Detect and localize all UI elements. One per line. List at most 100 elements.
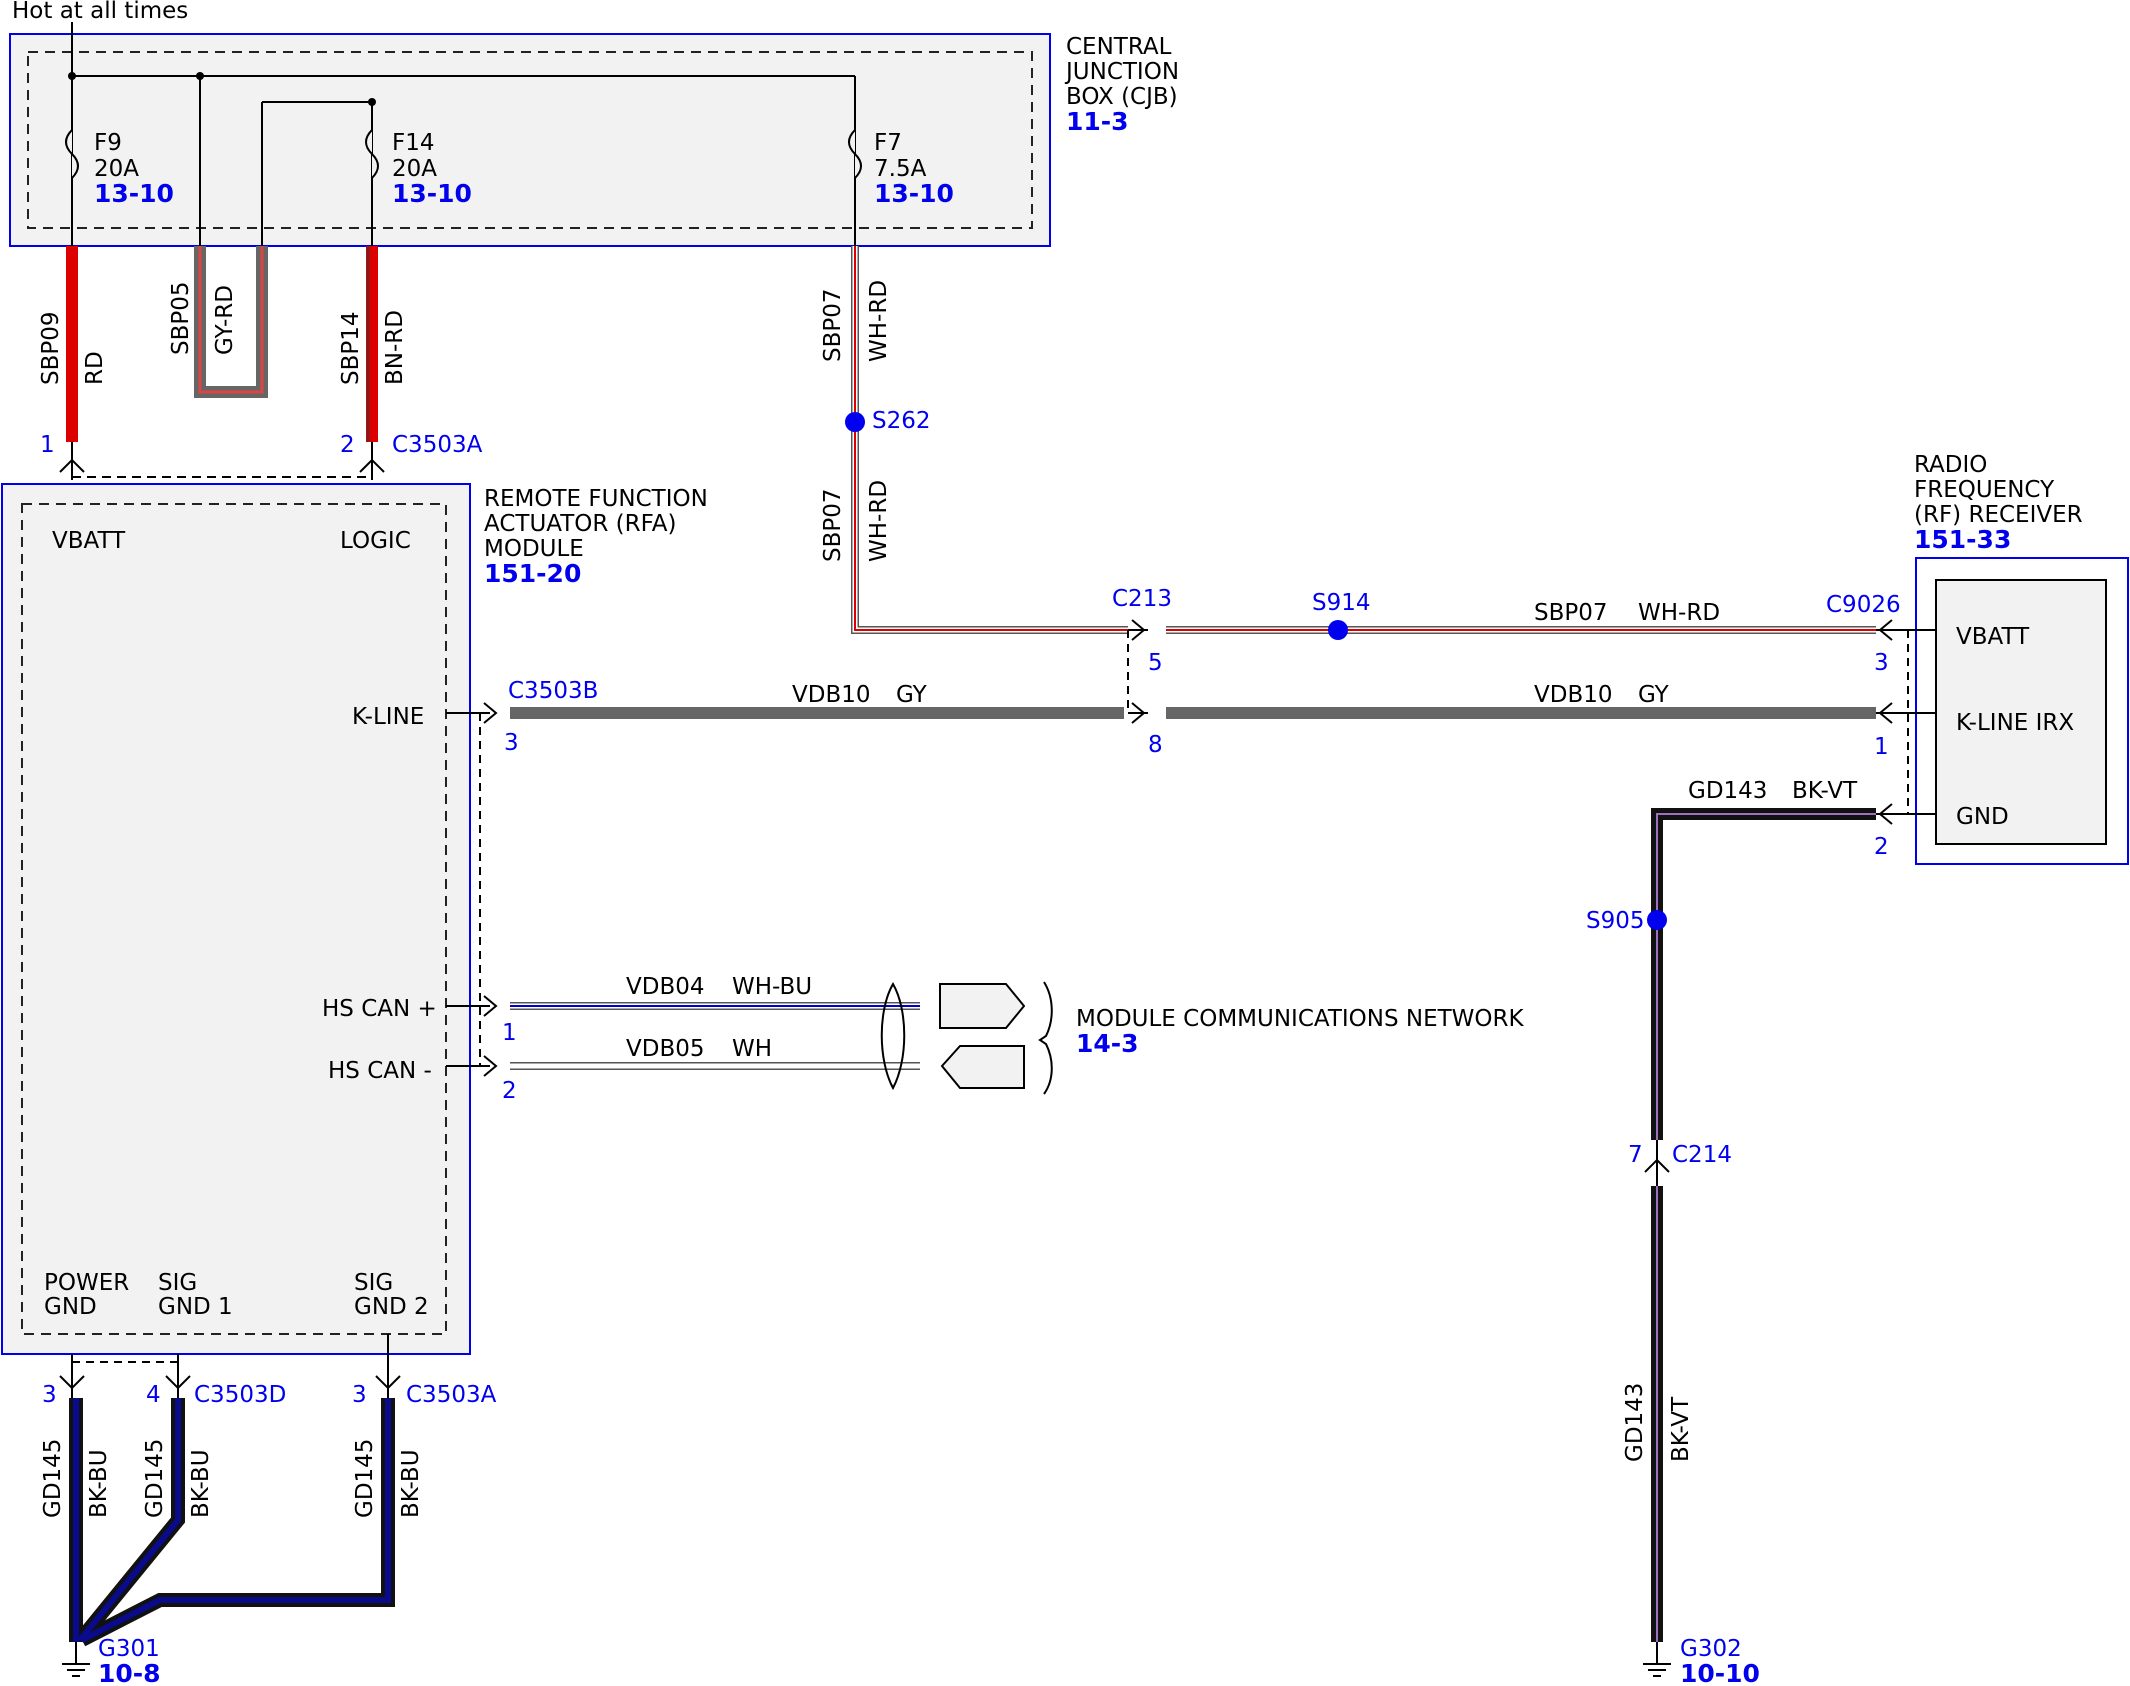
c9026-pin3: 3	[1874, 650, 1889, 676]
c9026-label[interactable]: C9026	[1826, 592, 1901, 618]
fuse-f14-name: F14	[392, 130, 435, 156]
wire-sbp07a-circuit: SBP07	[820, 288, 846, 362]
ground-g302-ref[interactable]: 10-10	[1680, 1659, 1760, 1686]
rfa-ref[interactable]: 151-20	[484, 559, 581, 588]
cjb-ref[interactable]: 11-3	[1066, 107, 1129, 136]
rfa-pin-sig-gnd2-l1: SIG	[354, 1270, 393, 1296]
splice-s914[interactable]	[1328, 620, 1348, 640]
wire-gd143b-circuit: GD143	[1622, 1383, 1648, 1462]
rfa-pin-logic: LOGIC	[340, 528, 411, 554]
c213-pin8: 8	[1148, 732, 1163, 758]
rfa-title-line2: ACTUATOR (RFA)	[484, 511, 676, 537]
fuse-f9-rating: 20A	[94, 156, 139, 182]
connector-c214	[1644, 1140, 1670, 1186]
rfa-pin-sig-gnd2-l2: GND 2	[354, 1294, 429, 1320]
page-title: Hot at all times	[12, 0, 188, 24]
rf-title-line2: FREQUENCY	[1914, 477, 2055, 503]
c3503d-label[interactable]: C3503D	[194, 1382, 286, 1408]
connector-c3503a-bottom	[375, 1334, 401, 1398]
fuse-f7-icon	[848, 129, 862, 179]
wire-gd143a-color: BK-VT	[1792, 778, 1858, 804]
network-flag-plus-icon	[939, 983, 1026, 1029]
wire-sbp05-circuit: SBP05	[168, 281, 194, 355]
fuse-f14-icon	[365, 129, 379, 179]
network-brace-icon	[1038, 981, 1053, 1095]
wire-vdb10a-color: GY	[896, 682, 928, 708]
wire-vdb10b-color: GY	[1638, 682, 1670, 708]
c3503a-top-pin1: 1	[40, 432, 55, 458]
wire-gd143-upper	[1651, 808, 1876, 1140]
fuse-f7-rating: 7.5A	[874, 156, 927, 182]
c3503d-pin3: 3	[42, 1382, 57, 1408]
wire-sbp05-loop	[194, 246, 268, 398]
connector-c3503a-top	[59, 458, 385, 478]
network-flag-minus-icon	[940, 1045, 1025, 1089]
wire-vdb10b-circuit: VDB10	[1534, 682, 1613, 708]
wire-gd145a-circuit: GD145	[40, 1439, 66, 1518]
wire-vdb10a-circuit: VDB10	[792, 682, 871, 708]
rfa-title-line3: MODULE	[484, 536, 584, 562]
cjb-title-line2: JUNCTION	[1064, 59, 1179, 85]
splice-s905[interactable]	[1647, 910, 1667, 930]
cjb-box	[9, 22, 1051, 247]
rf-pin-vbatt: VBATT	[1956, 624, 2030, 650]
cjb-title-line3: BOX (CJB)	[1066, 84, 1178, 110]
wire-sbp14-circuit: SBP14	[338, 311, 364, 385]
splice-s262-label: S262	[872, 408, 931, 434]
wire-vdb10	[446, 702, 1876, 724]
fuse-f7-ref[interactable]: 13-10	[874, 179, 954, 208]
c3503b-pin2: 2	[502, 1078, 517, 1104]
network-label: MODULE COMMUNICATIONS NETWORK	[1076, 1006, 1524, 1032]
rfa-pin-kline: K-LINE	[352, 704, 424, 730]
c3503a-bottom-label[interactable]: C3503A	[406, 1382, 497, 1408]
c3503a-top-label[interactable]: C3503A	[392, 432, 483, 458]
c214-label[interactable]: C214	[1672, 1142, 1732, 1168]
c9026-pin2: 2	[1874, 834, 1889, 860]
connector-c9026	[1876, 619, 1936, 825]
splice-s914-label: S914	[1312, 590, 1371, 616]
c3503b-label[interactable]: C3503B	[508, 678, 598, 704]
wire-gd143a-circuit: GD143	[1688, 778, 1767, 804]
wire-sbp14-color: BN-RD	[382, 310, 408, 385]
splice-s262[interactable]	[845, 412, 865, 432]
ground-g301-name: G301	[98, 1636, 160, 1662]
fuse-f9-icon	[65, 129, 79, 179]
wire-sbp05-color: GY-RD	[212, 285, 238, 355]
fuse-f7-name: F7	[874, 130, 902, 156]
rf-ref[interactable]: 151-33	[1914, 525, 2011, 554]
c3503b-pin3: 3	[504, 730, 519, 756]
rfa-pin-vbatt: VBATT	[52, 528, 126, 554]
fuse-f9-name: F9	[94, 130, 122, 156]
wire-vdb04-color: WH-BU	[732, 974, 812, 1000]
rfa-module-box	[1, 483, 471, 1355]
wire-gd145b-circuit: GD145	[142, 1439, 168, 1518]
fuse-f9-ref[interactable]: 13-10	[94, 179, 174, 208]
c214-pin7: 7	[1628, 1142, 1643, 1168]
wire-sbp07b-circuit: SBP07	[820, 488, 846, 562]
rfa-pin-power-gnd-l2: GND	[44, 1294, 97, 1320]
twisted-pair-icon	[880, 981, 906, 1091]
wire-vdb05-circuit: VDB05	[626, 1036, 705, 1062]
wire-vdb05-color: WH	[732, 1036, 772, 1062]
wire-sbp07c-color: WH-RD	[1638, 600, 1720, 626]
wire-sbp09-circuit: SBP09	[38, 311, 64, 385]
connector-c213	[1127, 619, 1148, 724]
c3503a-top-pin2: 2	[340, 432, 355, 458]
wire-sbp14	[366, 246, 378, 480]
c9026-pin1: 1	[1874, 734, 1889, 760]
wire-gd145a-color: BK-BU	[86, 1449, 112, 1518]
network-ref[interactable]: 14-3	[1076, 1029, 1139, 1058]
wire-sbp07a-color: WH-RD	[866, 280, 892, 362]
ground-g301-ref[interactable]: 10-8	[98, 1659, 161, 1686]
rf-pin-kline: K-LINE IRX	[1956, 710, 2074, 736]
fuse-f14-rating: 20A	[392, 156, 437, 182]
c213-pin5: 5	[1148, 650, 1163, 676]
connector-c3503d	[59, 1354, 191, 1398]
rf-title-line1: RADIO	[1914, 452, 1987, 478]
ground-g301-icon	[62, 1642, 90, 1677]
rfa-title-line1: REMOTE FUNCTION	[484, 486, 708, 512]
fuse-f14-ref[interactable]: 13-10	[392, 179, 472, 208]
c213-label[interactable]: C213	[1112, 586, 1172, 612]
wire-gd145c-circuit: GD145	[352, 1439, 378, 1518]
